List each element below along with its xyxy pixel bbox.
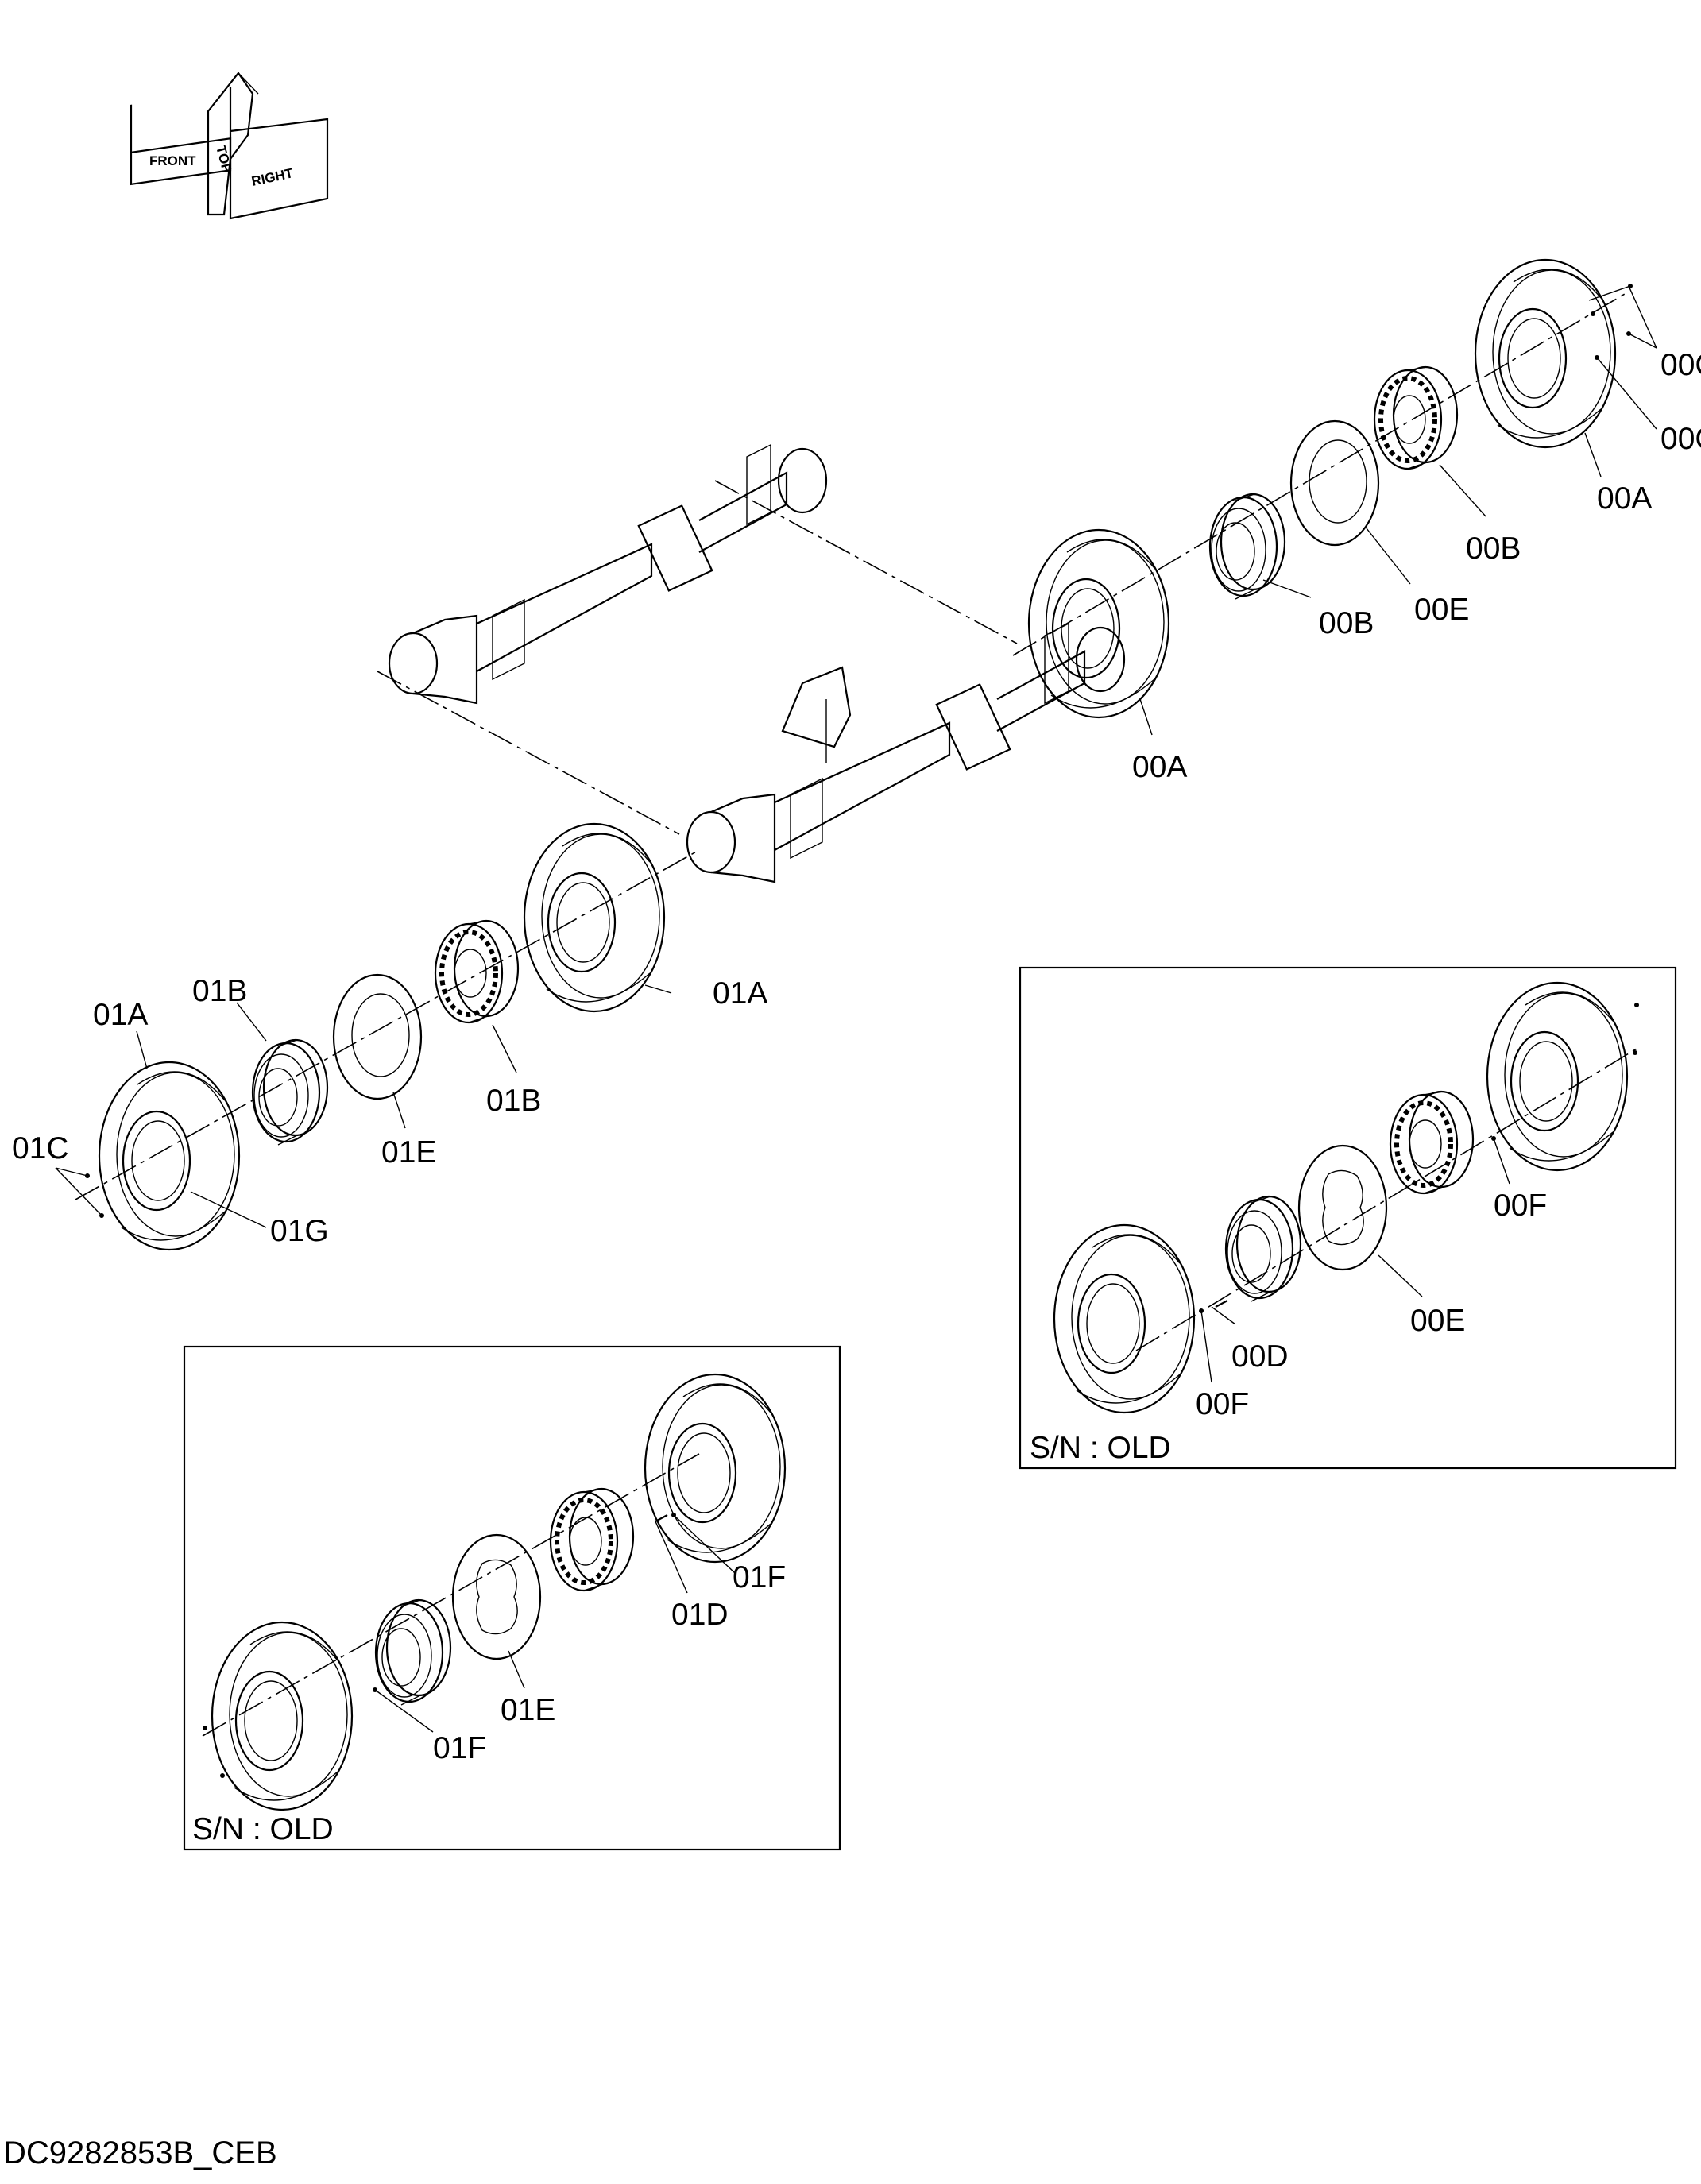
callout-01D: 01D [671,1598,729,1632]
axis-link-line [377,671,680,835]
callout-00B-front: 00B [1319,606,1374,640]
inset-right-caption: S/N : OLD [1030,1431,1171,1465]
top-label: TOP [213,144,234,174]
callout-00C: 00C [1660,348,1701,382]
orientation-compass-icon: FRONT TOP RIGHT [130,72,329,220]
callout-00A-front: 00A [1132,750,1187,784]
inset-left-caption: S/N : OLD [192,1812,334,1846]
callout-01B-front: 01B [192,974,247,1008]
callout-00A-rear: 00A [1597,481,1652,516]
lower-wheel-group [85,822,666,1251]
callout-01A-front: 01A [713,976,767,1011]
upper-wheel-group [1027,258,1633,719]
callout-00B-rear: 00B [1466,532,1521,566]
callout-01F-rear: 01F [733,1560,786,1595]
inset-left-old-serial: 01F 01D 01E 01F S/N : OLD [183,1345,841,1851]
front-axle-assembly [686,622,1126,883]
front-label: FRONT [149,153,196,168]
callout-01F-front: 01F [433,1731,486,1765]
callout-00F-front: 00F [1196,1387,1249,1421]
callout-00F-rear: 00F [1494,1189,1547,1223]
rear-axle-assembly [388,443,828,705]
callout-01G: 01G [270,1214,329,1248]
right-label: RIGHT [250,165,295,189]
axis-link-line [714,480,1018,644]
callout-00D: 00D [1231,1339,1289,1374]
callout-00E: 00E [1414,593,1469,627]
upper-wheel-axis [1012,293,1626,656]
lower-wheel-axis [75,849,700,1200]
callout-01E-old: 01E [501,1693,555,1727]
callout-01C: 01C [12,1131,69,1165]
callout-01E: 01E [381,1135,436,1169]
callout-00G: 00G [1660,422,1701,456]
drawing-code: DC9282853B_CEB [3,2136,277,2170]
inset-right-old-serial: 00D 00E 00F 00F S/N : OLD [1019,966,1677,1470]
callout-00E-old: 00E [1410,1304,1465,1338]
callout-01B-rear: 01B [486,1084,541,1118]
callout-01A-rear: 01A [93,998,148,1032]
